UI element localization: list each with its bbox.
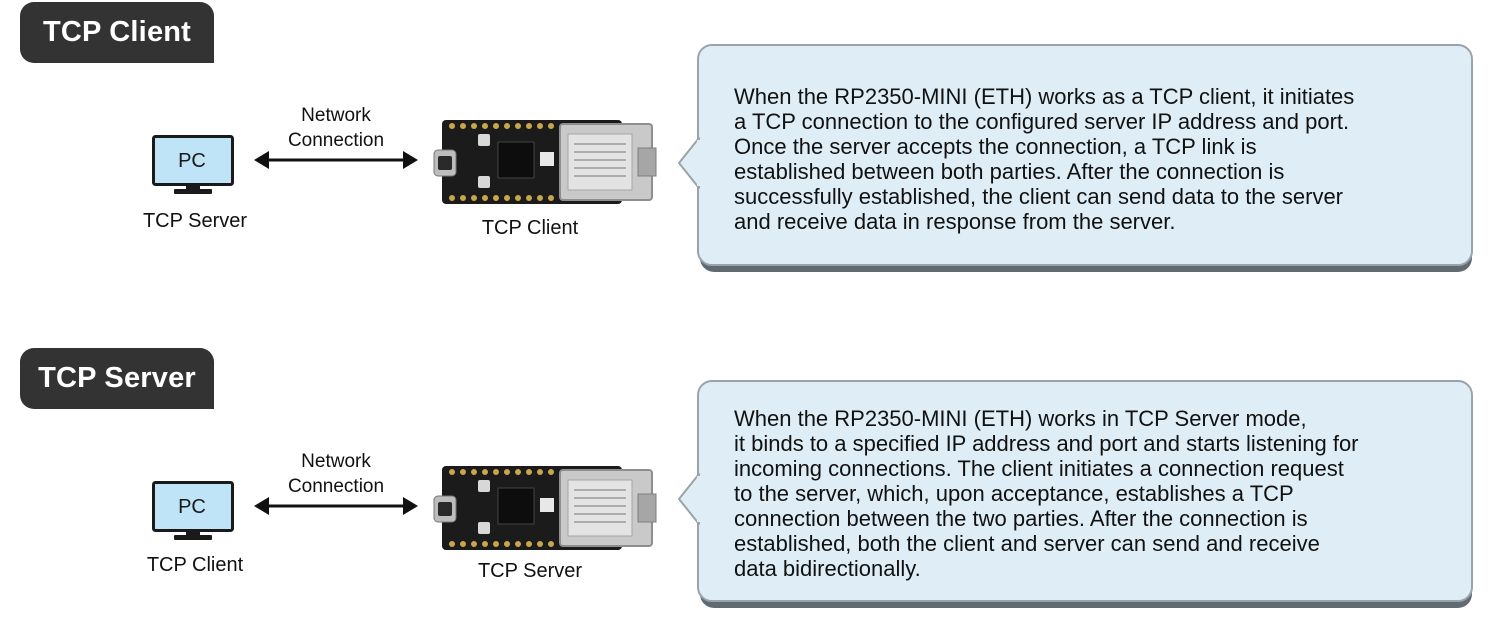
bidirectional-arrow-icon [254,497,418,515]
right-device-role: TCP Client [481,217,579,239]
right-device-role: TCP Server [477,560,583,582]
description-text: When the RP2350-MINI (ETH) works as a TC… [734,84,1355,234]
description-text: When the RP2350-MINI (ETH) works in TCP … [734,406,1359,581]
pc-monitor-icon [152,135,234,194]
rp2350-mini-eth-board-icon [433,120,657,204]
left-device-role: TCP Client [146,554,244,576]
pc-monitor-icon [152,481,234,540]
pc-screen-label: PC [178,150,206,172]
section-tag: TCP Server [20,348,214,409]
pc-screen-label: PC [178,496,206,518]
tcp-server-section: TCP Server PC TCP Client Network Connect… [0,346,1500,626]
network-connection-label: Network Connection [287,451,385,497]
network-connection-label: Network Connection [287,105,385,151]
left-device-role: TCP Server [142,210,248,232]
description-bubble [678,44,1473,272]
tcp-client-section: TCP Client PC TCP Server Network Connect… [0,0,1500,280]
rp2350-mini-eth-board-icon [433,466,657,550]
section-tag: TCP Client [20,2,214,63]
description-bubble [678,380,1473,608]
bidirectional-arrow-icon [254,151,418,169]
